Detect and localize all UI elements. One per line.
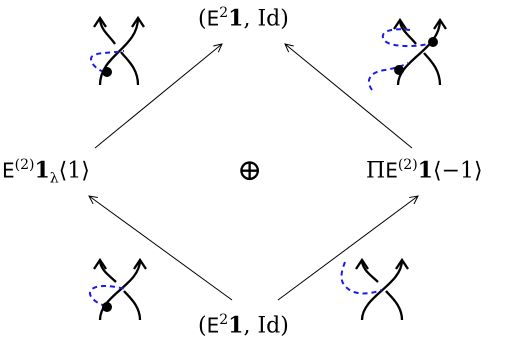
arrow-bottom-to-left — [89, 196, 233, 301]
node-top-E: E — [206, 6, 220, 31]
node-right: ΠE(2)1⟨−1⟩ — [366, 158, 483, 182]
node-left: E(2)1λ⟨1⟩ — [2, 158, 90, 186]
node-bottom-one: 1 — [228, 312, 244, 339]
arrow-right-to-top — [285, 44, 413, 149]
node-right-pi: Π — [366, 158, 386, 184]
node-right-exp: (2) — [397, 157, 418, 173]
dot — [394, 65, 404, 75]
node-top: (E21, Id) — [198, 6, 289, 30]
node-left-exp: (2) — [14, 157, 35, 173]
node-top-rest: , Id) — [243, 6, 289, 32]
node-bottom-exp: 2 — [219, 312, 229, 328]
node-bottom: (E21, Id) — [198, 313, 289, 337]
node-top-exp: 2 — [219, 5, 229, 21]
node-bottom-open: ( — [198, 313, 207, 339]
direct-sum-glyph: ⊕ — [237, 153, 263, 188]
node-top-one: 1 — [228, 5, 244, 32]
braid-bottom-right — [340, 257, 409, 321]
arrow-bottom-to-right — [277, 196, 418, 301]
node-left-one: 1 — [34, 157, 50, 184]
node-right-shift: ⟨−1⟩ — [432, 158, 483, 184]
node-left-E: E — [2, 158, 15, 183]
braid-top-right — [367, 17, 447, 91]
braid-bottom-left — [88, 257, 147, 321]
dot — [102, 302, 112, 312]
dot — [428, 37, 438, 47]
braid-top-left — [90, 15, 145, 86]
node-right-E: E — [385, 158, 398, 183]
node-bottom-rest: , Id) — [243, 313, 289, 339]
node-bottom-E: E — [206, 313, 220, 338]
direct-sum-symbol: ⊕ — [237, 156, 262, 186]
node-left-shift: ⟨1⟩ — [58, 158, 90, 184]
dot — [102, 67, 112, 77]
node-left-sub: λ — [49, 170, 59, 187]
node-right-one: 1 — [417, 157, 433, 184]
node-top-open: ( — [198, 6, 207, 32]
arrow-left-to-top — [94, 44, 222, 149]
